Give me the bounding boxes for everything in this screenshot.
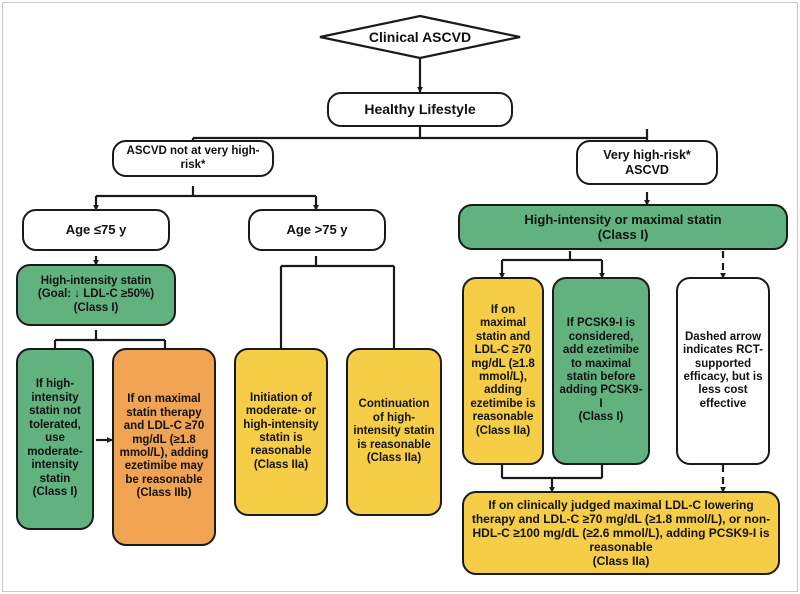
- node-maximal-statin-ezetimibe-iib[interactable]: If on maximal statin therapy and LDL-C ≥…: [112, 348, 216, 546]
- node-high-or-maximal-statin[interactable]: High-intensity or maximal statin (Class …: [458, 204, 788, 250]
- node-continuation-high-intensity-statin[interactable]: Continuation of high-intensity statin is…: [346, 348, 442, 516]
- node-age-le-75[interactable]: Age ≤75 y: [22, 209, 170, 251]
- node-maximal-statin-ezetimibe-iia[interactable]: If on maximal statin and LDL-C ≥70 mg/dL…: [462, 277, 544, 465]
- node-ascvd-not-very-high-risk[interactable]: ASCVD not at very high-risk*: [112, 140, 274, 177]
- node-clinical-ascvd[interactable]: Clinical ASCVD: [318, 14, 522, 60]
- node-pcsk9-considered[interactable]: If PCSK9-I is considered, add ezetimibe …: [552, 277, 650, 465]
- node-very-high-risk-ascvd[interactable]: Very high-risk* ASCVD: [576, 140, 718, 185]
- node-dashed-arrow-legend: Dashed arrow indicates RCT-supported eff…: [676, 277, 770, 465]
- diamond-shape: [319, 14, 521, 60]
- node-initiation-moderate-high-statin[interactable]: Initiation of moderate- or high-intensit…: [234, 348, 328, 516]
- node-age-gt-75[interactable]: Age >75 y: [248, 209, 386, 251]
- node-statin-not-tolerated[interactable]: If high-intensity statin not tolerated, …: [16, 348, 94, 530]
- node-high-intensity-statin[interactable]: High-intensity statin (Goal: ↓ LDL-C ≥50…: [16, 264, 176, 326]
- node-healthy-lifestyle[interactable]: Healthy Lifestyle: [327, 92, 513, 127]
- node-pcsk9-reasonable[interactable]: If on clinically judged maximal LDL-C lo…: [462, 491, 780, 575]
